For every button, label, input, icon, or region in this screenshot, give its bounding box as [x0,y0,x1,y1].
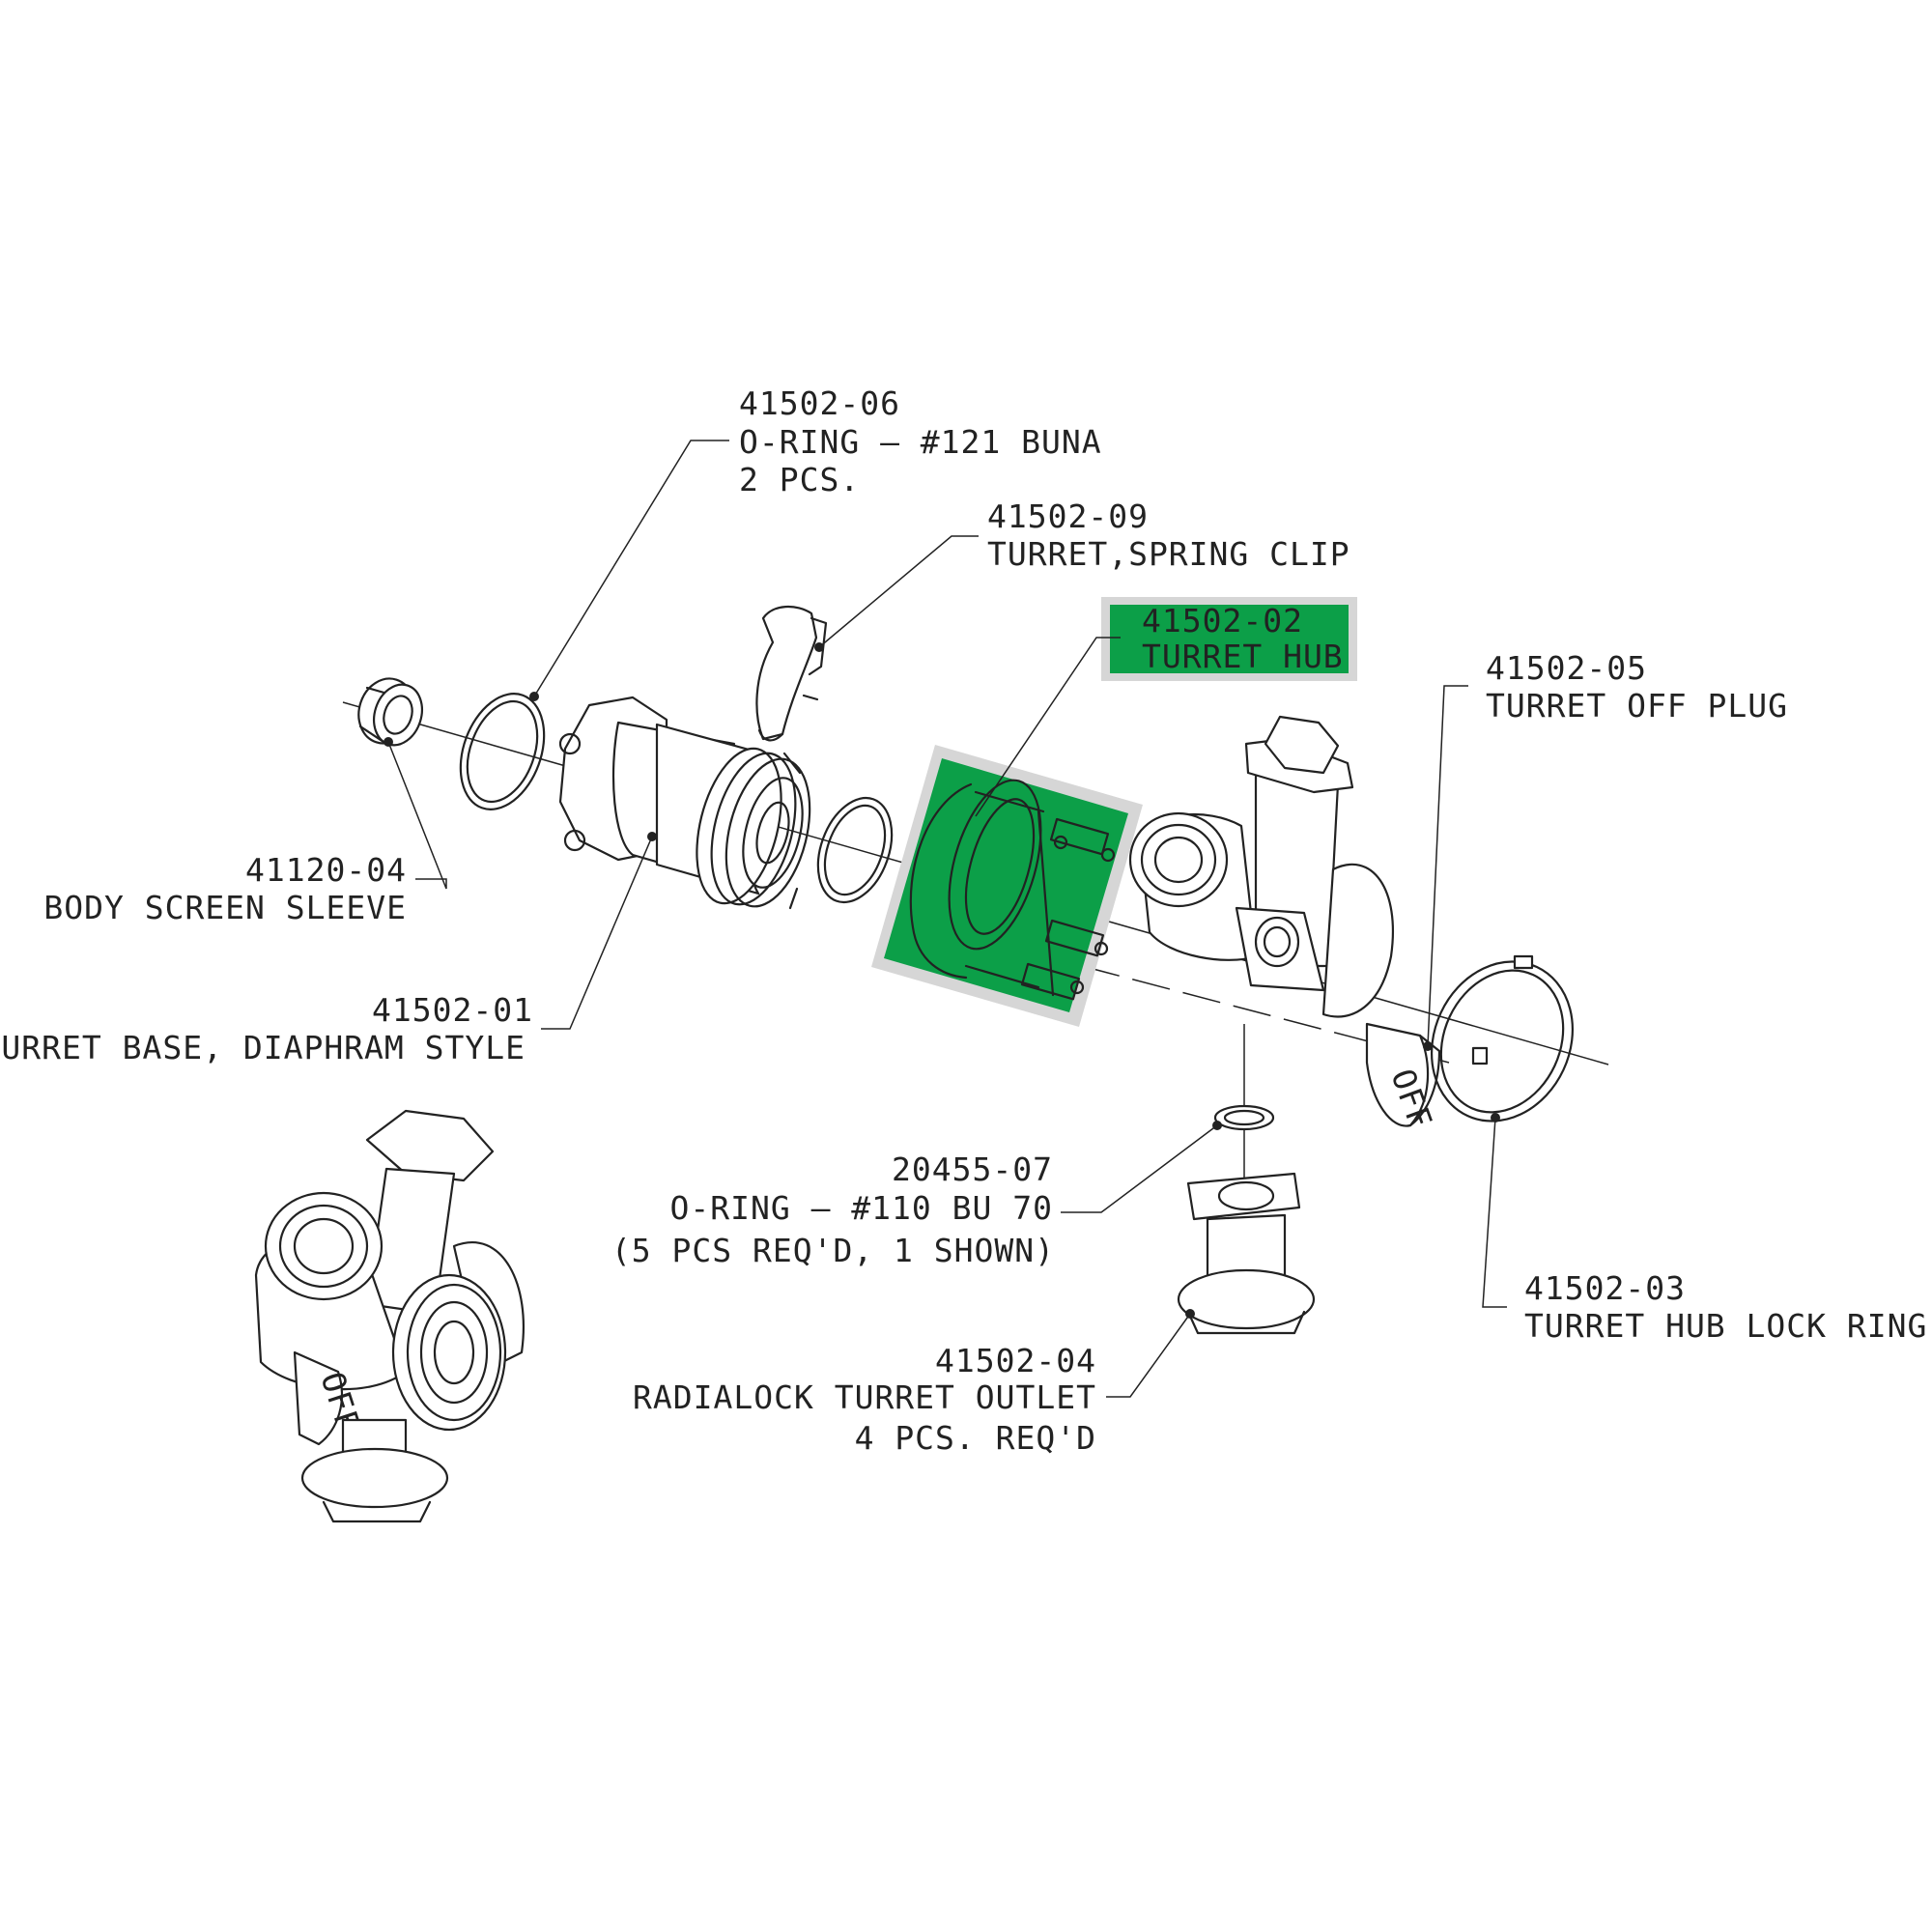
svg-text:4 PCS. REQ'D: 4 PCS. REQ'D [855,1419,1096,1457]
oring-110-part [1212,1024,1275,1179]
callout-off-plug: 41502-05 TURRET OFF PLUG [1486,649,1788,724]
svg-text:(5 PCS REQ'D, 1 SHOWN): (5 PCS REQ'D, 1 SHOWN) [611,1232,1055,1269]
spring-clip-part [755,606,828,742]
svg-text:RADIALOCK TURRET OUTLET: RADIALOCK TURRET OUTLET [633,1378,1096,1416]
svg-text:41502-04: 41502-04 [935,1342,1096,1379]
leader-lines [387,440,1507,1398]
svg-text:20455-07: 20455-07 [892,1151,1053,1188]
turret-base-part [558,696,811,910]
lock-ring-part [1430,954,1575,1122]
radialock-outlet-part [1177,1172,1316,1335]
turret-body-part [1128,715,1394,1018]
svg-text:BODY SCREEN SLEEVE: BODY SCREEN SLEEVE [43,889,407,926]
svg-text:TURRET HUB LOCK RING: TURRET HUB LOCK RING [1524,1307,1927,1345]
svg-text:41120-04: 41120-04 [245,851,407,889]
svg-text:41502-02: 41502-02 [1142,602,1303,639]
svg-text:41502-05: 41502-05 [1486,649,1647,687]
turret-off-plug-part: OFF [1365,1022,1441,1134]
turret-hub-part [909,779,1116,1001]
callout-outlet: 41502-04 RADIALOCK TURRET OUTLET 4 PCS. … [633,1342,1096,1457]
callout-spring-clip: 41502-09 TURRET,SPRING CLIP [987,497,1350,573]
oring-121-part [459,692,546,810]
svg-text:2 PCS.: 2 PCS. [739,461,860,498]
assembled-turret-part: OFF [254,1109,525,1523]
turret-hub-highlight[interactable] [871,597,1357,1027]
svg-text:41502-06: 41502-06 [739,384,900,422]
svg-text:41502-03: 41502-03 [1524,1269,1686,1307]
svg-text:O-RING – #121 BUNA: O-RING – #121 BUNA [739,423,1102,461]
callout-screen-sleeve: 41120-04 BODY SCREEN SLEEVE [43,851,407,926]
svg-text:41502-01: 41502-01 [372,991,533,1029]
body-screen-sleeve-part [357,677,423,747]
callout-lock-ring: 41502-03 TURRET HUB LOCK RING [1524,1269,1927,1345]
svg-text:TURRET HUB: TURRET HUB [1142,638,1344,675]
svg-text:O-RING – #110 BU 70: O-RING – #110 BU 70 [670,1189,1054,1227]
callout-turret-hub: 41502-02 TURRET HUB [1142,602,1344,675]
svg-text:TURRET OFF PLUG: TURRET OFF PLUG [1486,687,1788,724]
svg-text:TURRET,SPRING CLIP: TURRET,SPRING CLIP [987,535,1350,573]
svg-text:TURRET BASE, DIAPHRAM STYLE: TURRET BASE, DIAPHRAM STYLE [0,1029,526,1066]
callout-oring-110: 20455-07 O-RING – #110 BU 70 (5 PCS REQ'… [611,1151,1055,1269]
callout-oring-121: 41502-06 O-RING – #121 BUNA 2 PCS. [739,384,1102,498]
callout-turret-base: 41502-01 TURRET BASE, DIAPHRAM STYLE [0,991,533,1066]
oring-hub-part [816,796,894,904]
svg-text:41502-09: 41502-09 [987,497,1149,535]
